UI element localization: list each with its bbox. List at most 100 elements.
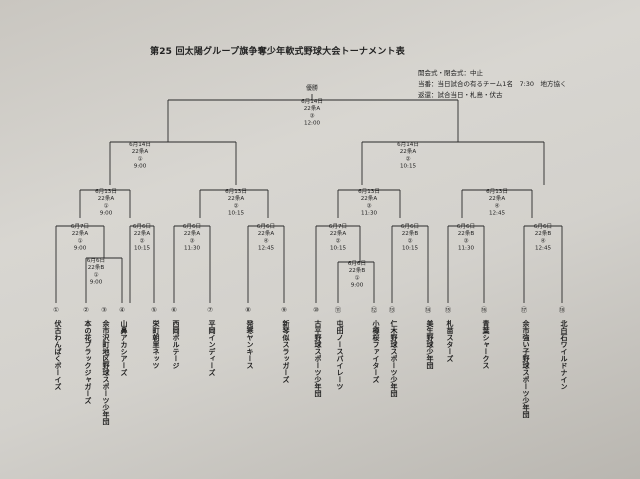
match-sf1-line: ① <box>137 155 142 162</box>
team-name: 屯田ノースパイレーツ <box>336 319 344 390</box>
sheet-title: 第25 回太陽グループ旗争奪少年軟式野球大会トーナメント表 <box>150 47 405 57</box>
match-r1e-line: 22条A <box>330 229 347 237</box>
match-labels: 6月14日22条A③12:006月14日22条A①9:006月14日22条A②1… <box>71 98 552 289</box>
match-r1g-line: 11:30 <box>458 246 475 252</box>
match-qf4-line: 6月13日 <box>486 188 508 195</box>
match-sf2-line: ② <box>405 155 410 162</box>
match-qf2-line: 10:15 <box>228 211 245 217</box>
match-r1f-line: 22条B <box>402 229 419 237</box>
match-r1h-line: 12:45 <box>535 246 552 252</box>
team-name: 栄町朝里ネッツ <box>152 319 161 369</box>
match-r1b-line: 22条A <box>134 229 151 237</box>
team-list: ① 伏古わんぱくボーイズ ② 本の花ブラックジャガーズ ③ 余市沢町地区野球スポーツ少年団… <box>53 306 568 426</box>
match-r1e-line: 6月7日 <box>329 223 347 230</box>
match-pre1-line: 22条B <box>88 263 105 271</box>
match-r1d-line: 22条A <box>258 229 275 237</box>
match-r1f-line: 10:15 <box>402 246 419 252</box>
match-r1b-line: ② <box>139 237 144 244</box>
match-qf3-line: 22条A <box>361 194 378 202</box>
team-name: 古平野球スポーツ少年団 <box>314 319 323 398</box>
team-name: 伏古わんぱくボーイズ <box>54 319 62 390</box>
match-r1d-line: 6月6日 <box>257 223 275 230</box>
match-r1g-line: ③ <box>463 237 468 244</box>
team-number: ④ <box>119 306 125 314</box>
team-name: 北白石ワイルドナイン <box>560 319 569 390</box>
team-name: 小樽桜ファイターズ <box>372 319 381 383</box>
team-number: ② <box>83 306 89 314</box>
match-qf4-line: ④ <box>494 202 499 209</box>
champion-label: 優勝 <box>306 84 318 92</box>
match-qf1-line: 6月13日 <box>95 188 117 195</box>
team-name: 新琴似スラッガーズ <box>282 319 291 383</box>
team-number: ⑭ <box>425 306 432 314</box>
match-sf2-line: 6月14日 <box>397 141 419 148</box>
match-r1c-line: 11:30 <box>184 246 201 252</box>
team-name: 西岡ボルテージ <box>172 320 180 369</box>
team-number: ⑰ <box>521 306 528 314</box>
team-name: 発寒ヤンキース <box>246 319 255 369</box>
match-qf3-line: ③ <box>366 202 371 209</box>
team-number: ⑧ <box>245 306 251 314</box>
bracket-lines <box>55 94 563 303</box>
match-r1h-line: 22条B <box>535 229 552 237</box>
match-pre2-line: 6月6日 <box>348 260 366 267</box>
match-sf1-line: 9:00 <box>134 164 147 170</box>
match-r1c-line: ③ <box>189 237 194 244</box>
match-qf1-line: ① <box>103 202 108 209</box>
team-name: 札苗スターズ <box>446 319 455 362</box>
match-r1h-line: ④ <box>540 237 545 244</box>
match-r1a-line: 22条A <box>72 229 89 237</box>
match-r1b-line: 10:15 <box>134 246 151 252</box>
team-name: 山鼻アカシアーズ <box>120 319 128 376</box>
match-qf2-line: ② <box>233 202 238 209</box>
match-r1c-line: 6月6日 <box>183 223 201 230</box>
team-number: ⑤ <box>151 306 157 314</box>
team-number: ⑪ <box>335 306 342 314</box>
team-name: 平岡インディーズ <box>208 320 216 376</box>
match-r1f-line: 6月6日 <box>401 223 419 230</box>
match-r1h-line: 6月6日 <box>534 223 552 230</box>
match-r1a-line: 9:00 <box>74 246 87 252</box>
match-r1f-line: ② <box>407 237 412 244</box>
team-name: 余市強い子野球スポーツ少年団 <box>522 319 531 419</box>
team-name: 青葉シャークス <box>482 319 491 369</box>
match-r1a-line: ① <box>77 237 82 244</box>
match-sf2-line: 10:15 <box>400 164 417 170</box>
team-number: ⑮ <box>445 306 452 314</box>
match-pre2-line: ① <box>354 274 359 281</box>
team-number: ① <box>53 306 59 314</box>
match-qf3-line: 6月13日 <box>358 188 380 195</box>
team-number: ⑥ <box>171 306 177 314</box>
team-number: ⑩ <box>313 306 319 314</box>
match-final-line: 6月14日 <box>301 98 323 105</box>
match-r1b-line: 6月6日 <box>133 223 151 230</box>
match-qf2-line: 6月13日 <box>225 188 247 195</box>
match-pre2-line: 9:00 <box>351 283 364 289</box>
team-number: ⑨ <box>281 306 287 314</box>
team-name: 美生野球少年団 <box>426 319 435 370</box>
match-final-line: 12:00 <box>304 121 321 127</box>
team-name: 本の花ブラックジャガーズ <box>84 319 93 404</box>
match-pre2-line: 22条B <box>349 266 366 274</box>
match-final-line: 22条A <box>304 104 321 112</box>
team-number: ⑱ <box>559 306 566 314</box>
match-sf1-line: 22条A <box>132 147 149 155</box>
match-qf1-line: 22条A <box>98 194 115 202</box>
team-number: ③ <box>101 306 107 314</box>
note-ceremony: 開会式・閉会式：中止 <box>418 69 483 77</box>
match-r1d-line: ④ <box>263 237 268 244</box>
note-duty: 当番：当日試合の有るチーム1名 7:30 地方協く <box>418 80 567 88</box>
match-qf1-line: 9:00 <box>100 211 113 217</box>
team-number: ⑯ <box>481 306 488 314</box>
team-number: ⑫ <box>371 306 378 314</box>
match-qf3-line: 11:30 <box>361 211 378 217</box>
match-r1c-line: 22条A <box>184 229 201 237</box>
team-name: 余市沢町地区野球スポーツ少年団 <box>102 319 111 426</box>
match-pre1-line: 6月6日 <box>87 257 105 264</box>
match-r1d-line: 12:45 <box>258 246 275 252</box>
match-r1a-line: 6月7日 <box>71 223 89 230</box>
match-pre1-line: ① <box>93 271 98 278</box>
match-pre1-line: 9:00 <box>90 280 103 286</box>
